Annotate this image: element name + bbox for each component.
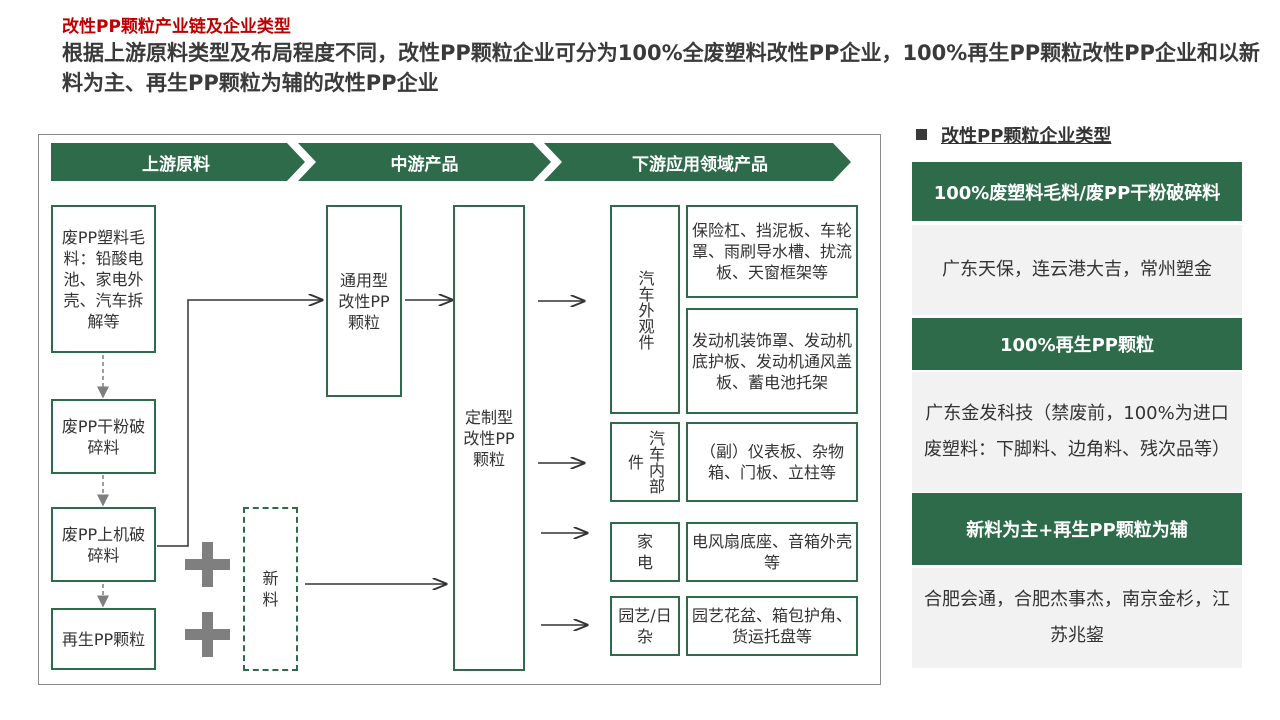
general-modified-pp-label: 通用型改性PP颗粒 [338, 270, 390, 332]
enterprise-type-header-1: 100%废塑料毛料/废PP干粉破碎料 [912, 162, 1242, 221]
upstream-label: 废PP塑料毛料：铅酸电池、家电外壳、汽车拆解等 [61, 227, 146, 331]
stage-chevron-3 [544, 143, 851, 181]
enterprise-companies-1: 广东天保，连云港大吉，常州塑金 [912, 225, 1242, 315]
plus-icon [185, 542, 230, 587]
products-garden: 园艺花盆、箱包护角、货运托盘等 [686, 596, 858, 656]
stage-chevron-2 [298, 143, 551, 181]
category-label: 园艺/日杂 [618, 606, 672, 646]
new-material-box: 新料 [243, 507, 298, 671]
upstream-label: 再生PP颗粒 [61, 629, 146, 649]
enterprise-type-header-2: 100%再生PP颗粒 [912, 318, 1242, 370]
page-subtitle: 改性PP颗粒产业链及企业类型 [62, 17, 291, 37]
upstream-box-dry-powder: 废PP干粉破碎料 [51, 399, 156, 474]
product-label: （副）仪表板、杂物箱、门板、立柱等 [699, 442, 844, 482]
product-label: 发动机装饰罩、发动机底护板、发动机通风盖板、蓄电池托架 [692, 330, 853, 392]
upstream-label: 废PP上机破碎料 [61, 524, 146, 565]
custom-modified-pp-label: 定制型改性PP颗粒 [463, 407, 515, 469]
product-label: 保险杠、挡泥板、车轮罩、雨刷导水槽、扰流板、天窗框架等 [692, 221, 853, 282]
upstream-label: 废PP干粉破碎料 [61, 416, 146, 457]
category-garden: 园艺/日杂 [610, 596, 680, 656]
enterprise-companies-3: 合肥会通，合肥杰事杰，南京金杉，江苏兆鋆 [912, 568, 1242, 668]
products-appliance: 电风扇底座、音箱外壳等 [686, 522, 858, 582]
custom-modified-pp-box: 定制型改性PP颗粒 [453, 205, 525, 671]
product-label: 园艺花盆、箱包护角、货运托盘等 [692, 606, 853, 646]
diagram-frame [38, 134, 881, 685]
general-modified-pp-box: 通用型改性PP颗粒 [326, 205, 402, 397]
category-label: 汽车内部件 [625, 430, 665, 494]
upstream-box-machine-crushed: 废PP上机破碎料 [51, 507, 156, 582]
upstream-box-recycled-pellets: 再生PP颗粒 [51, 608, 156, 670]
category-auto-exterior: 汽车外观件 [610, 205, 680, 414]
products-auto-exterior-2: 发动机装饰罩、发动机底护板、发动机通风盖板、蓄电池托架 [686, 308, 858, 414]
connector-upstream-to-general [157, 300, 322, 547]
enterprise-companies-2: 广东金发科技（禁废前，100%为进口废塑料：下脚料、边角料、残次品等） [912, 372, 1242, 492]
square-bullet-icon [916, 129, 927, 140]
category-label: 家电 [636, 532, 653, 572]
products-auto-exterior-1: 保险杠、挡泥板、车轮罩、雨刷导水槽、扰流板、天窗框架等 [686, 205, 858, 298]
stage-chevron-1 [51, 143, 305, 181]
products-auto-interior: （副）仪表板、杂物箱、门板、立柱等 [686, 422, 858, 502]
enterprise-types-heading: 改性PP颗粒企业类型 [916, 122, 1111, 148]
category-appliance: 家电 [610, 522, 680, 582]
stage-label-downstream: 下游应用领域产品 [632, 154, 768, 175]
stage-label-midstream: 中游产品 [390, 154, 459, 175]
product-label: 电风扇底座、音箱外壳等 [692, 532, 853, 572]
plus-icon [185, 612, 230, 657]
category-label: 汽车外观件 [635, 269, 655, 350]
stage-label-upstream: 上游原料 [142, 154, 210, 175]
enterprise-type-header-3: 新料为主+再生PP颗粒为辅 [912, 493, 1242, 565]
new-material-label: 新料 [262, 569, 279, 609]
upstream-box-waste-raw: 废PP塑料毛料：铅酸电池、家电外壳、汽车拆解等 [51, 205, 156, 353]
page-headline: 根据上游原料类型及布局程度不同，改性PP颗粒企业可分为100%全废塑料改性PP企… [62, 41, 1260, 95]
category-auto-interior: 汽车内部件 [610, 422, 680, 502]
enterprise-types-heading-text: 改性PP颗粒企业类型 [941, 126, 1112, 147]
